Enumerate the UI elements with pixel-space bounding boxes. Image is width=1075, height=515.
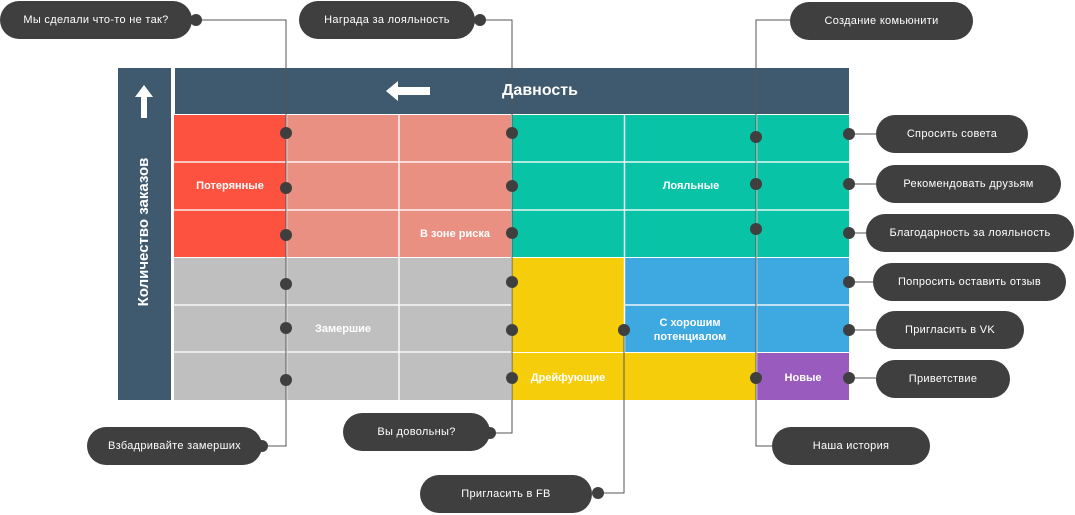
segment-label-new: Новые: [784, 372, 822, 384]
callout-loyalty-thanks: Благодарность за лояльность: [866, 214, 1074, 252]
connector-dot: [843, 227, 855, 239]
connector-dot: [506, 276, 518, 288]
connector-dot: [750, 131, 762, 143]
connector-dot: [280, 322, 292, 334]
callout-greeting: Приветствие: [876, 360, 1010, 398]
connector-dot: [843, 178, 855, 190]
frequency-axis-title: Количество заказов: [135, 157, 152, 307]
up-arrow-icon: [135, 85, 153, 118]
connector-dot: [618, 324, 630, 336]
segment-label-potential: С хорошим потенциалом: [653, 317, 727, 343]
cell-lost: [174, 115, 286, 257]
cell-new: [757, 353, 849, 400]
connector-dot: [506, 127, 518, 139]
segment-label-loyal: Лояльные: [662, 180, 720, 192]
recency-axis-title: Давность: [502, 82, 578, 99]
connector-dot: [843, 276, 855, 288]
segment-label-at-risk: В зоне риска: [420, 228, 490, 240]
callout-ask-advice: Спросить совета: [876, 115, 1028, 153]
connector-dot: [280, 182, 292, 194]
connector-dot: [843, 128, 855, 140]
left-arrow-icon: [386, 81, 430, 101]
connector-dot: [280, 278, 292, 290]
callout-recommend: Рекомендовать друзьям: [876, 165, 1061, 203]
callout-our-story: Наша история: [772, 427, 930, 465]
callout-ask-review: Попросить оставить отзыв: [873, 263, 1066, 301]
connector-dot: [843, 372, 855, 384]
callout-invite-fb: Пригласить в FB: [420, 475, 592, 513]
connector-dot: [750, 223, 762, 235]
connector-dot: [280, 127, 292, 139]
cell-loyal: [512, 115, 849, 257]
callout-what-wrong: Мы сделали что-то не так?: [0, 1, 192, 39]
callout-invite-vk: Пригласить в VK: [876, 311, 1024, 349]
connector-dot: [506, 180, 518, 192]
connector-dot: [750, 178, 762, 190]
cell-drifting-bottom: [512, 353, 756, 400]
connector-dot: [280, 374, 292, 386]
callout-wake-up: Взбадривайте замерших: [87, 427, 262, 465]
callout-loyalty-reward: Награда за лояльность: [299, 1, 475, 39]
connector-dot: [474, 14, 486, 26]
connector-dot: [843, 324, 855, 336]
connector-dot: [506, 324, 518, 336]
segment-label-hibernating: Замершие: [314, 323, 372, 335]
connector-dot: [506, 227, 518, 239]
callout-satisfied: Вы довольны?: [343, 413, 490, 451]
connector-dot: [280, 229, 292, 241]
cell-hibernating: [174, 258, 511, 400]
connector-dot: [592, 487, 604, 499]
segment-label-lost: Потерянные: [196, 180, 264, 192]
connector-dot: [506, 372, 518, 384]
frequency-axis-bar: [118, 68, 171, 400]
connector-dot: [750, 372, 762, 384]
segment-label-drifting: Дрейфующие: [530, 372, 606, 384]
cell-drifting-top: [512, 258, 624, 352]
connector-dot: [190, 14, 202, 26]
callout-community: Создание комьюнити: [790, 2, 973, 40]
